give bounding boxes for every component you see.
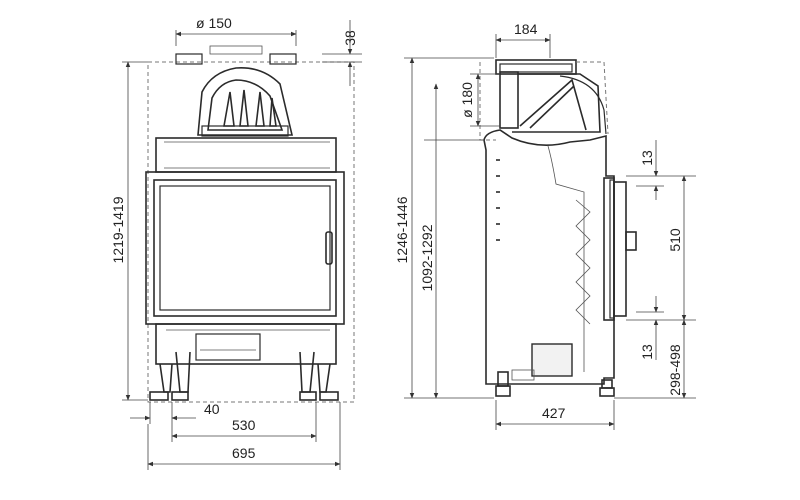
label-side-top-clearance: 13: [639, 150, 655, 166]
front-door-handle: [325, 231, 333, 265]
label-side-door-height: 510: [667, 228, 683, 252]
side-ash-box: [531, 343, 573, 377]
dim-front-total-width: 695: [147, 402, 341, 470]
dim-side-body-height: 1092-1292: [419, 83, 484, 399]
front-base: [155, 323, 337, 365]
label-front-inner-width: 530: [232, 417, 256, 433]
front-body-frame: [145, 171, 345, 325]
side-door: [603, 177, 637, 321]
label-front-height: 1219-1419: [110, 196, 126, 263]
dim-front-inner-width: 530: [171, 402, 317, 442]
front-flue-collar-left: [175, 53, 203, 65]
dim-front-flue: ø 150: [175, 15, 297, 46]
dim-side-total-height: 1246-1446: [394, 57, 494, 399]
side-legs: [495, 369, 615, 397]
front-view: ø 150 38 1219-1419 40: [110, 15, 362, 470]
label-front-total-width: 695: [232, 445, 256, 461]
label-side-base-height: 298-498: [667, 344, 683, 396]
front-smoke-dome: [197, 67, 294, 137]
label-side-body-height: 1092-1292: [419, 224, 435, 291]
front-flue-outlet: [209, 45, 263, 55]
label-side-top-width: 184: [514, 21, 538, 37]
dim-side-depth: 427: [495, 400, 615, 430]
side-flue-box: [495, 59, 607, 135]
dim-side-right: 13 510 13 298-498: [614, 140, 696, 399]
dim-front-top-offset: 38: [322, 20, 362, 86]
side-view: 184 ø 180 1246-1446 1092-1292: [394, 21, 696, 430]
label-front-top-offset: 38: [342, 30, 358, 46]
side-vent-marks: [496, 159, 500, 241]
label-front-leg-offset: 40: [204, 401, 220, 417]
front-glass-pane: [159, 185, 331, 311]
front-ash-box: [195, 333, 261, 361]
dim-side-top-width: 184: [495, 21, 551, 58]
front-legs: [149, 351, 339, 401]
label-side-depth: 427: [542, 405, 566, 421]
front-glass-door: [153, 179, 337, 317]
label-side-total-height: 1246-1446: [394, 196, 410, 263]
side-baffles: [575, 199, 591, 325]
dim-front-height: 1219-1419: [110, 61, 148, 401]
side-door-handle: [625, 231, 637, 251]
label-side-bottom-clearance: 13: [639, 344, 655, 360]
front-casing-outline: [147, 61, 355, 403]
side-main-body: [483, 129, 615, 385]
dim-side-flue: ø 180: [459, 73, 500, 127]
dim-front-leg-offset: 40: [130, 401, 220, 424]
front-flue-collar-right: [269, 53, 297, 65]
front-hood: [155, 137, 337, 173]
label-front-flue-diameter: ø 150: [196, 15, 232, 31]
side-inner-wall: [547, 145, 585, 372]
label-side-flue-diameter: ø 180: [459, 82, 475, 118]
